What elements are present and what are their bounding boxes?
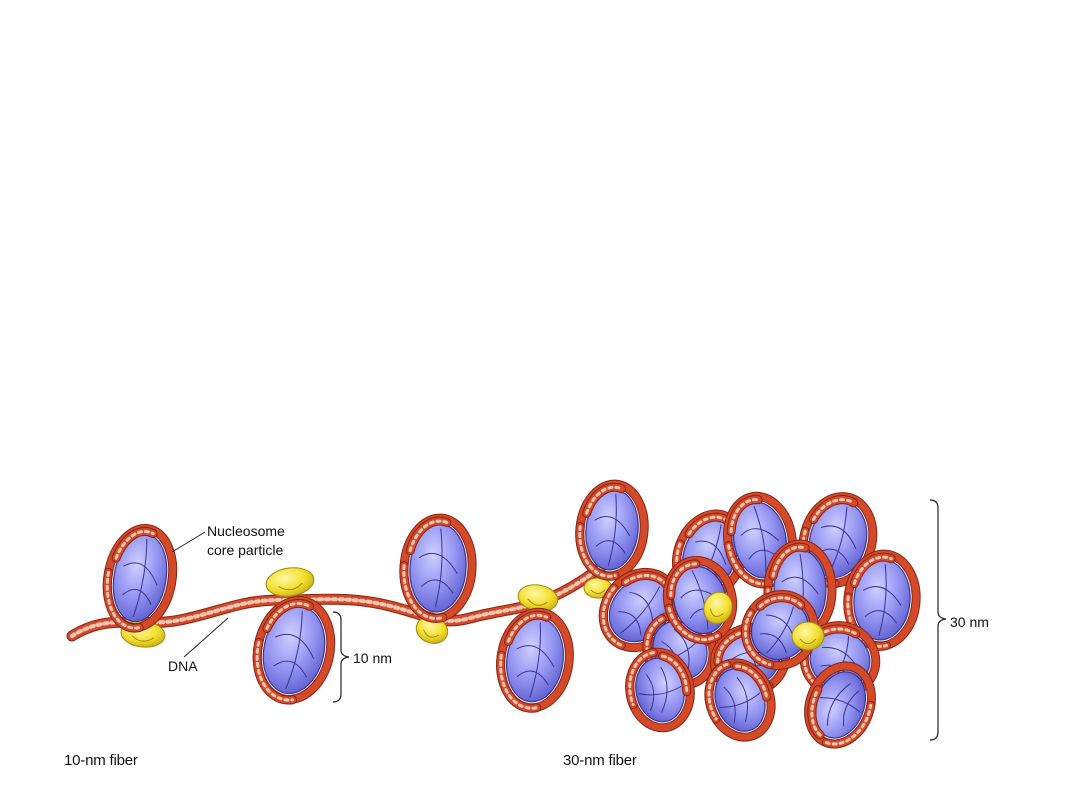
- fiber-nucleosome-6: [598, 567, 682, 653]
- fiber-linker-histone-1: [703, 591, 733, 625]
- brace-30nm: [929, 499, 947, 741]
- fiber-nucleosome-12: [804, 661, 876, 749]
- scale-label-30nm: 30 nm: [950, 614, 989, 630]
- dna-leader-line: [183, 617, 229, 658]
- fiber-nucleosome-4: [843, 549, 921, 651]
- nucleosome-layer: [102, 479, 649, 713]
- brace-10nm: [332, 611, 350, 703]
- 30nm-fiber-layer: [598, 491, 921, 749]
- dna-label: DNA: [168, 658, 198, 674]
- fiber-linker-histone-2: [791, 621, 825, 651]
- nucleosome-1: [102, 523, 178, 633]
- nucleosome-5: [575, 479, 649, 581]
- caption-10nm-fiber: 10-nm fiber: [64, 752, 138, 769]
- nucleosome-label-line1: Nucleosome: [207, 523, 285, 539]
- linker-histone-layer: [120, 567, 613, 648]
- linker-histone-2: [265, 567, 315, 597]
- caption-30nm-fiber: 30-nm fiber: [563, 752, 637, 769]
- fiber-nucleosome-14: [740, 589, 820, 671]
- nucleosome-4: [496, 607, 574, 713]
- nucleosome-2: [252, 596, 336, 705]
- nucleosome-leader-line: [171, 531, 206, 553]
- nucleosome-3: [399, 513, 477, 623]
- fiber-nucleosome-13: [662, 555, 738, 645]
- fiber-nucleosome-11: [704, 658, 776, 742]
- scale-label-10nm: 10 nm: [353, 650, 392, 666]
- annotation-guides: [171, 499, 947, 741]
- fiber-nucleosome-10: [625, 647, 695, 733]
- nucleosome-label-line2: core particle: [207, 542, 284, 558]
- linker-histone-4: [517, 584, 559, 612]
